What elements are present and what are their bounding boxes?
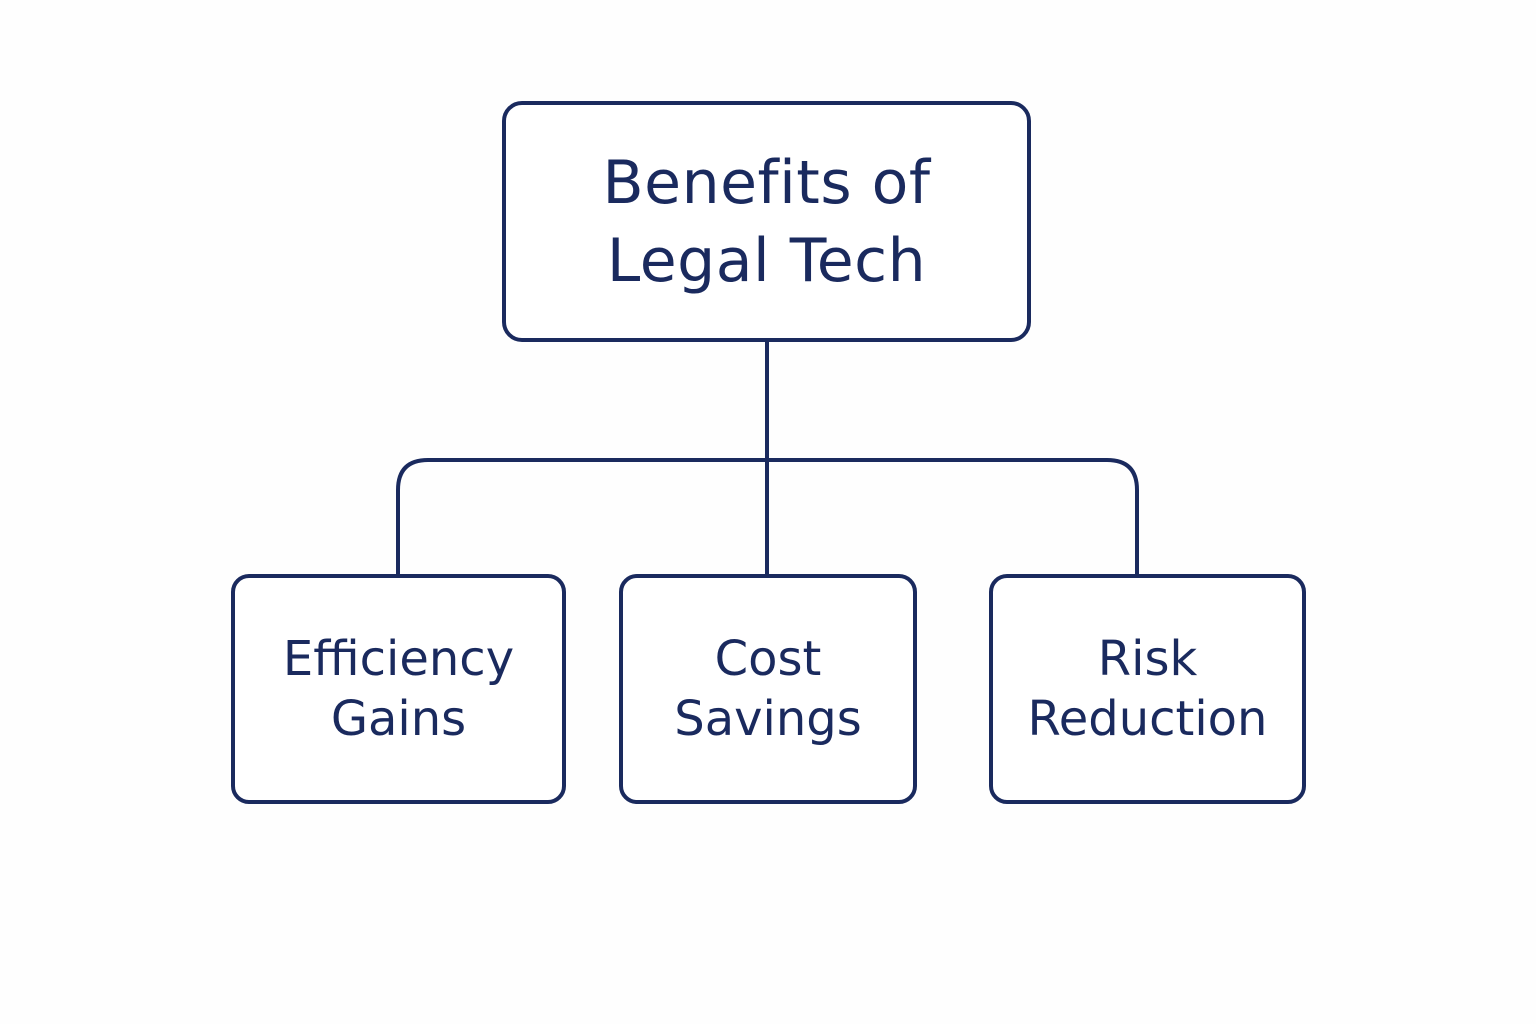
child-node-efficiency-gains: Efficiency Gains [231,574,566,804]
child-node-cost-savings: Cost Savings [619,574,917,804]
child-label-line-2: Savings [674,691,862,747]
child-label-line-1: Efficiency [282,631,515,687]
child-label-line-1: Cost [714,631,822,687]
child-label-line-2: Reduction [1027,691,1268,747]
root-title-line-1: Benefits of [602,147,931,218]
child-node-risk-reduction: Risk Reduction [989,574,1306,804]
root-title-line-2: Legal Tech [606,225,927,296]
child-label-line-2: Gains [330,691,467,747]
root-node: Benefits of Legal Tech [502,101,1031,342]
child-label-line-1: Risk [1097,631,1198,687]
